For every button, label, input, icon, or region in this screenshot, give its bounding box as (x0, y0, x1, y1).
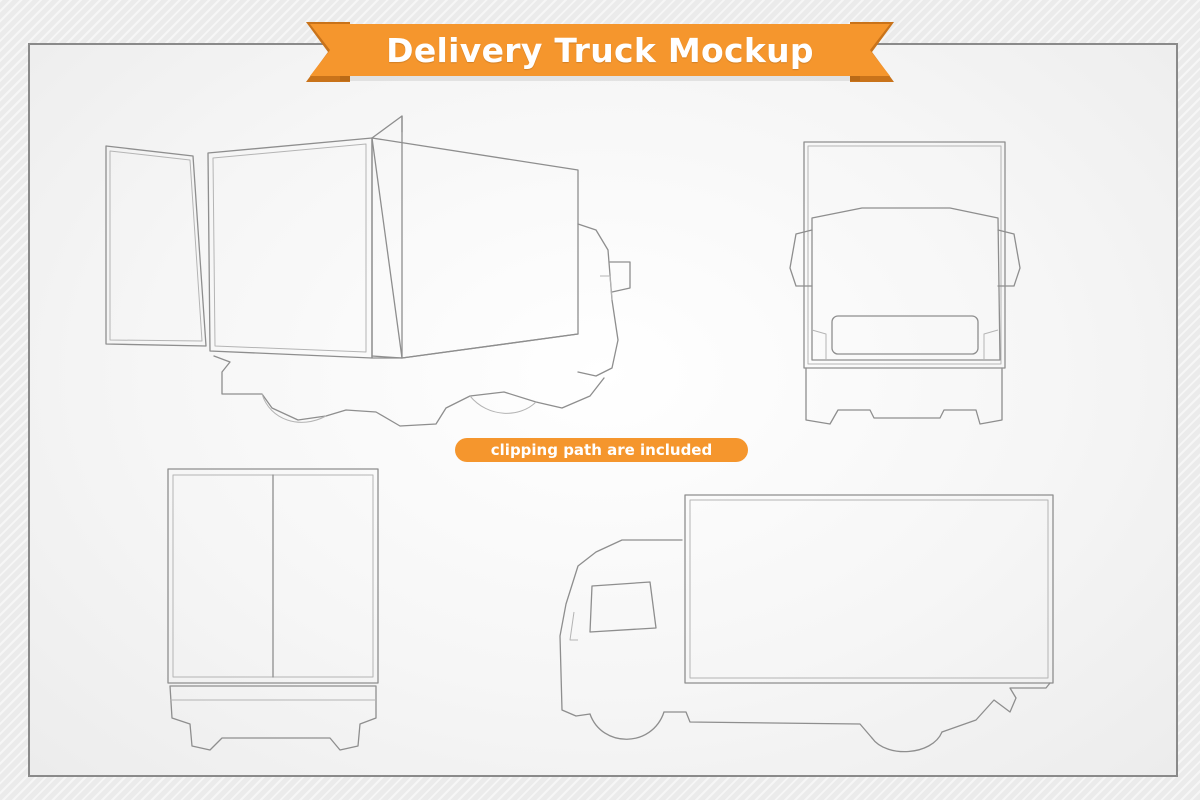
perspective-open-door-view (106, 116, 630, 426)
side-view (560, 495, 1053, 752)
clipping-path-caption: clipping path are included (455, 438, 748, 462)
rear-view (168, 469, 378, 750)
title-ribbon (306, 22, 894, 82)
mockup-panel (28, 43, 1178, 777)
banner-title: Delivery Truck Mockup (386, 31, 814, 70)
front-view (790, 142, 1020, 424)
title-ribbon-label-wrap: Delivery Truck Mockup (300, 14, 900, 90)
